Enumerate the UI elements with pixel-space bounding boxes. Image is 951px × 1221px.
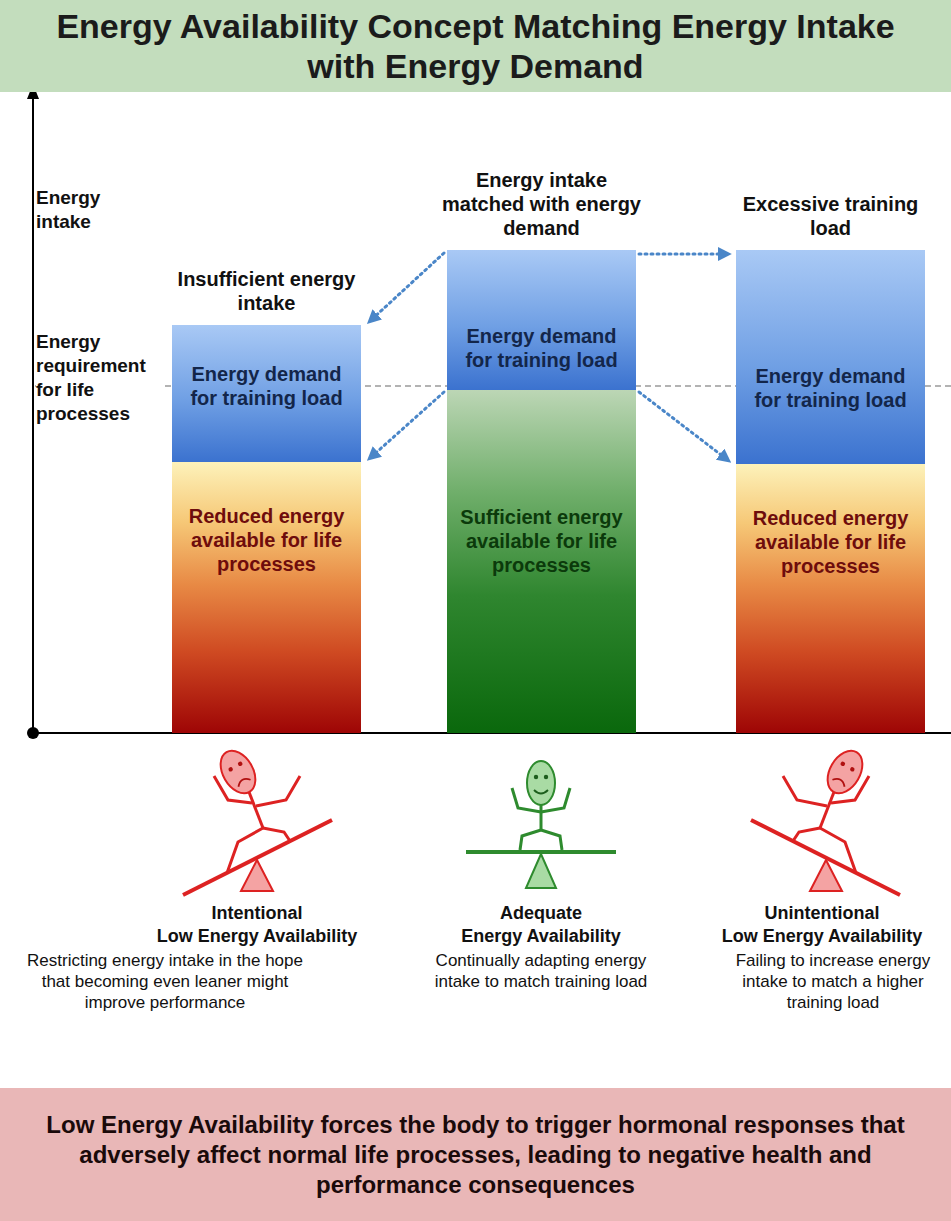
title-band: Energy Availability Concept Matching Ene… [0, 0, 951, 92]
dotted-arrow [639, 392, 729, 461]
column-heading: Excessive training load [730, 192, 931, 240]
node-text: Energy demand for training load [180, 362, 353, 410]
training-demand-segment: Energy demand for training load [447, 250, 636, 390]
intake-bar: Insufficient energy intakeEnergy demand … [172, 325, 361, 733]
axis-label: Energy intake [36, 186, 146, 234]
case-description: Restricting energy intake in the hope th… [15, 950, 315, 1013]
conclusion-band: Low Energy Availability forces the body … [0, 1088, 951, 1221]
unbalanced-figure [751, 745, 900, 895]
node-text: Energy demand for training load [455, 324, 628, 372]
life-energy-segment: Sufficient energy available for life pro… [447, 390, 636, 733]
intake-bar: Energy intake matched with energy demand… [447, 250, 636, 733]
case-heading: Energy Availability [416, 925, 666, 948]
case-description: Continually adapting energy intake to ma… [421, 950, 661, 992]
dotted-arrow [369, 253, 444, 322]
title: Energy Availability Concept Matching Ene… [26, 6, 926, 86]
y-axis [32, 96, 34, 733]
intake-bar: Excessive training loadEnergy demand for… [736, 250, 925, 733]
unbalanced-figure [183, 745, 332, 895]
case-heading: Unintentional [697, 902, 947, 925]
case-heading: Intentional [132, 902, 382, 925]
axis-origin [27, 727, 39, 739]
case-heading: Adequate [416, 902, 666, 925]
life-energy-segment: Reduced energy available for life proces… [172, 462, 361, 733]
case-description: Failing to increase energy intake to mat… [727, 950, 939, 1013]
node-text: Reduced energy available for life proces… [180, 504, 353, 576]
node-text: Reduced energy available for life proces… [744, 506, 917, 578]
life-energy-segment: Reduced energy available for life proces… [736, 464, 925, 733]
training-demand-segment: Energy demand for training load [172, 325, 361, 462]
dotted-arrow [369, 392, 444, 459]
node-text: Sufficient energy available for life pro… [455, 505, 628, 577]
training-demand-segment: Energy demand for training load [736, 250, 925, 464]
column-heading: Energy intake matched with energy demand [441, 168, 642, 240]
node-text: Energy demand for training load [744, 364, 917, 412]
balanced-figure [466, 761, 616, 888]
case-heading: Low Energy Availability [697, 925, 947, 948]
axis-label: Energy requirement for life processes [36, 330, 164, 426]
column-heading: Insufficient energy intake [166, 267, 367, 315]
node-text: Low Energy Availability forces the body … [12, 1110, 939, 1200]
dotted-arrow [639, 253, 729, 256]
case-heading: Low Energy Availability [132, 925, 382, 948]
